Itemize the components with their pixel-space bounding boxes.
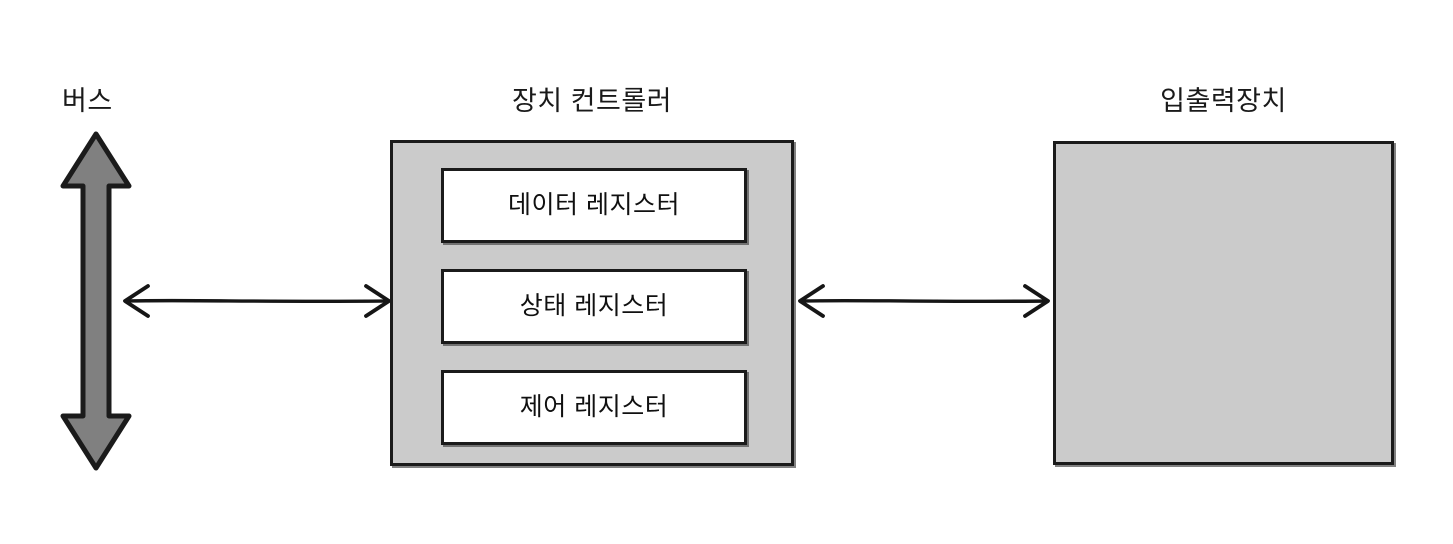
bus-double-arrow-icon [58, 130, 134, 472]
bus-label: 버스 [62, 86, 113, 116]
bus-to-controller-arrow-icon [120, 281, 394, 321]
data-register-label: 데이터 레지스터 [508, 191, 680, 219]
device-controller-label: 장치 컨트롤러 [511, 86, 673, 116]
io-device-box [1053, 141, 1394, 465]
io-device-label: 입출력장치 [1160, 86, 1287, 116]
control-register-box: 제어 레지스터 [441, 370, 747, 445]
device-controller-box: 데이터 레지스터 상태 레지스터 제어 레지스터 [390, 140, 794, 466]
controller-to-io-arrow-icon [795, 281, 1053, 321]
status-register-box: 상태 레지스터 [441, 269, 747, 344]
data-register-box: 데이터 레지스터 [441, 168, 747, 243]
status-register-label: 상태 레지스터 [519, 292, 669, 320]
control-register-label: 제어 레지스터 [519, 393, 669, 421]
